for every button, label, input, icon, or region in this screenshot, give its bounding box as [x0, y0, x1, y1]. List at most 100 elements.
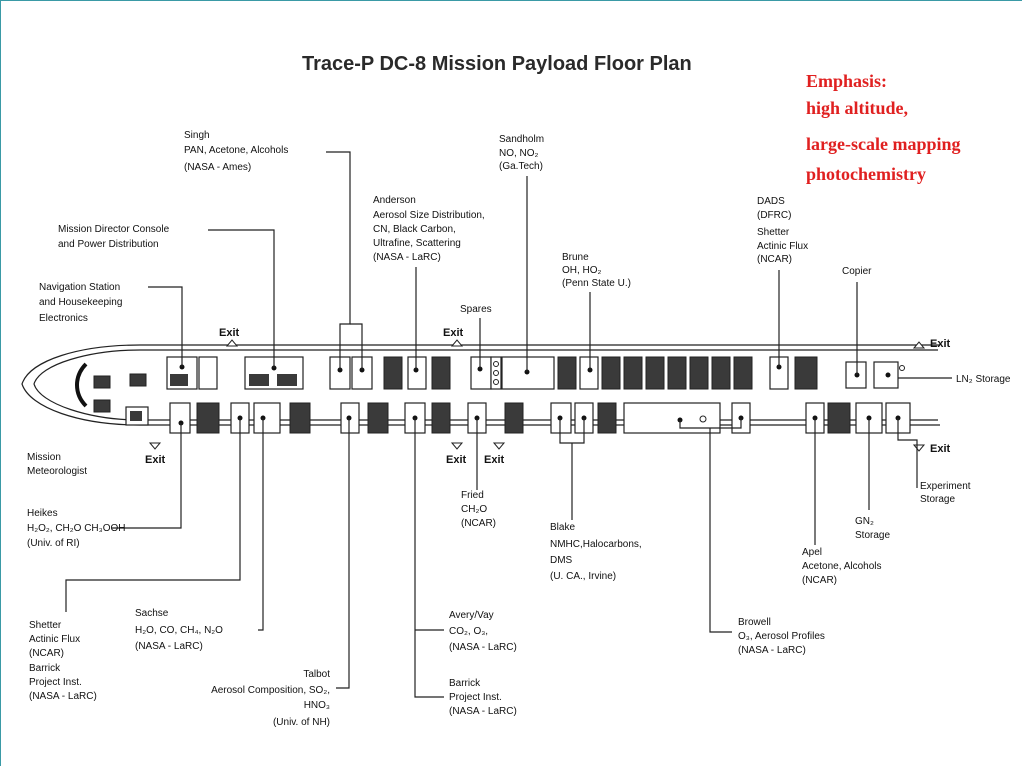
label-line: Sandholm	[499, 134, 544, 145]
rack	[407, 356, 427, 390]
exit-bottom-right: Exit	[912, 443, 951, 455]
rack-dark	[383, 356, 403, 390]
label-line: Talbot	[303, 669, 330, 680]
rack-dark	[689, 356, 709, 390]
lower-rack-row	[169, 402, 911, 434]
label-spares: Spares	[460, 304, 492, 315]
rack-connection-dots	[178, 364, 901, 426]
label-talbot: Talbot Aerosol Composition, SO₂, HNO₃ (U…	[211, 669, 330, 728]
label-line: (NASA - LaRC)	[449, 706, 517, 717]
label-line: (U. CA., Irvine)	[550, 571, 616, 582]
meteorologist-seat	[130, 411, 142, 421]
label-line: (Univ. of RI)	[27, 538, 80, 549]
label-line: GN₂	[855, 516, 874, 527]
rack-seat	[249, 374, 269, 386]
label-line: Storage	[855, 530, 890, 541]
label-line: (NCAR)	[802, 575, 837, 586]
rack-dark	[196, 402, 220, 434]
rack-dark	[431, 402, 451, 434]
label-line: (NASA - LaRC)	[373, 252, 441, 263]
exit-label: Exit	[930, 443, 951, 455]
rack-dark	[289, 402, 311, 434]
rack-dark	[504, 402, 524, 434]
label-sandholm: Sandholm NO, NO₂ (Ga.Tech)	[499, 134, 544, 172]
label-navigation: Navigation Station and Housekeeping Elec…	[39, 282, 122, 324]
label-line: Apel	[802, 547, 822, 558]
exit-bottom-left: Exit	[145, 442, 166, 466]
exit-arrow-icon	[148, 442, 162, 450]
label-heikes: Heikes H₂O₂, CH₂O CH₃OOH (Univ. of RI)	[27, 508, 126, 549]
exit-arrow-icon	[450, 339, 464, 347]
label-line: Actinic Flux	[29, 634, 80, 645]
label-mission-meteorologist: Mission Meteorologist	[27, 452, 87, 477]
exit-top-left: Exit	[219, 327, 240, 347]
label-line: Avery/Vay	[449, 610, 494, 621]
label-line: (NCAR)	[461, 518, 496, 529]
cockpit-seat	[93, 399, 111, 413]
label-browell: Browell O₃, Aerosol Profiles (NASA - LaR…	[738, 617, 825, 656]
emphasis-line-2: large-scale mapping	[806, 134, 961, 154]
label-line: Navigation Station	[39, 282, 120, 293]
exit-arrow-icon	[912, 341, 926, 349]
rack-dark	[431, 356, 451, 390]
label-line: H₂O, CO, CH₄, N₂O	[135, 625, 223, 636]
label-brune: Brune OH, HO₂ (Penn State U.)	[562, 252, 631, 289]
label-line: and Housekeeping	[39, 297, 122, 308]
label-ln2-storage: LN₂ Storage	[956, 374, 1011, 385]
label-line: CO₂, O₃,	[449, 626, 488, 637]
rack	[470, 356, 492, 390]
label-barrick-project: Barrick Project Inst. (NASA - LaRC)	[449, 678, 517, 717]
label-line: NMHC,Halocarbons,	[550, 539, 642, 550]
rack-seat	[170, 374, 188, 386]
label-copier: Copier	[842, 266, 872, 277]
exit-arrow-icon	[492, 442, 506, 450]
diagram-title: Trace-P DC-8 Mission Payload Floor Plan	[302, 53, 692, 75]
emphasis-line-1: high altitude,	[806, 98, 908, 118]
label-line: NO, NO₂	[499, 148, 539, 159]
label-line: Mission	[27, 452, 61, 463]
label-line: Aerosol Size Distribution,	[373, 210, 485, 221]
rack-dark	[597, 402, 617, 434]
fuselage-outline	[21, 344, 940, 426]
emphasis-line-3: photochemistry	[806, 164, 926, 184]
spare-port-circles	[493, 361, 905, 423]
label-line: Heikes	[27, 508, 58, 519]
label-line: CH₂O	[461, 504, 487, 515]
label-line: Experiment	[920, 481, 971, 492]
rack	[579, 356, 599, 390]
label-gn2-storage: GN₂ Storage	[855, 516, 890, 541]
label-line: Blake	[550, 522, 575, 533]
rack	[253, 402, 281, 434]
exit-bottom-middle-1: Exit	[446, 442, 467, 466]
label-line: Storage	[920, 494, 955, 505]
rack-dark	[601, 356, 621, 390]
label-anderson: Anderson Aerosol Size Distribution, CN, …	[373, 195, 485, 263]
label-line: (Univ. of NH)	[273, 717, 330, 728]
exit-label: Exit	[443, 327, 464, 339]
label-line: DADS	[757, 196, 785, 207]
rack	[198, 356, 218, 390]
label-line: Copier	[842, 266, 872, 277]
label-line: Aerosol Composition, SO₂,	[211, 685, 330, 696]
label-fried: Fried CH₂O (NCAR)	[461, 490, 496, 529]
label-line: (NCAR)	[757, 254, 792, 265]
label-blake: Blake NMHC,Halocarbons, DMS (U. CA., Irv…	[550, 522, 642, 582]
label-singh: Singh PAN, Acetone, Alcohols (NASA - Ame…	[184, 130, 288, 173]
exit-arrow-icon	[450, 442, 464, 450]
exit-label: Exit	[484, 454, 505, 466]
rack-dark	[367, 402, 389, 434]
rack-dark	[645, 356, 665, 390]
rack-dark	[733, 356, 753, 390]
exit-label: Exit	[446, 454, 467, 466]
rack	[169, 402, 191, 434]
rack-dark	[557, 356, 577, 390]
label-line: Electronics	[39, 313, 88, 324]
label-avery-vay: Avery/Vay CO₂, O₃, (NASA - LaRC)	[449, 610, 517, 653]
exit-arrow-icon	[225, 339, 239, 347]
label-line: HNO₃	[304, 700, 330, 711]
label-line: Meteorologist	[27, 466, 87, 477]
label-line: (DFRC)	[757, 210, 791, 221]
label-line: Project Inst.	[29, 677, 82, 688]
label-line: Project Inst.	[449, 692, 502, 703]
label-line: Anderson	[373, 195, 416, 206]
